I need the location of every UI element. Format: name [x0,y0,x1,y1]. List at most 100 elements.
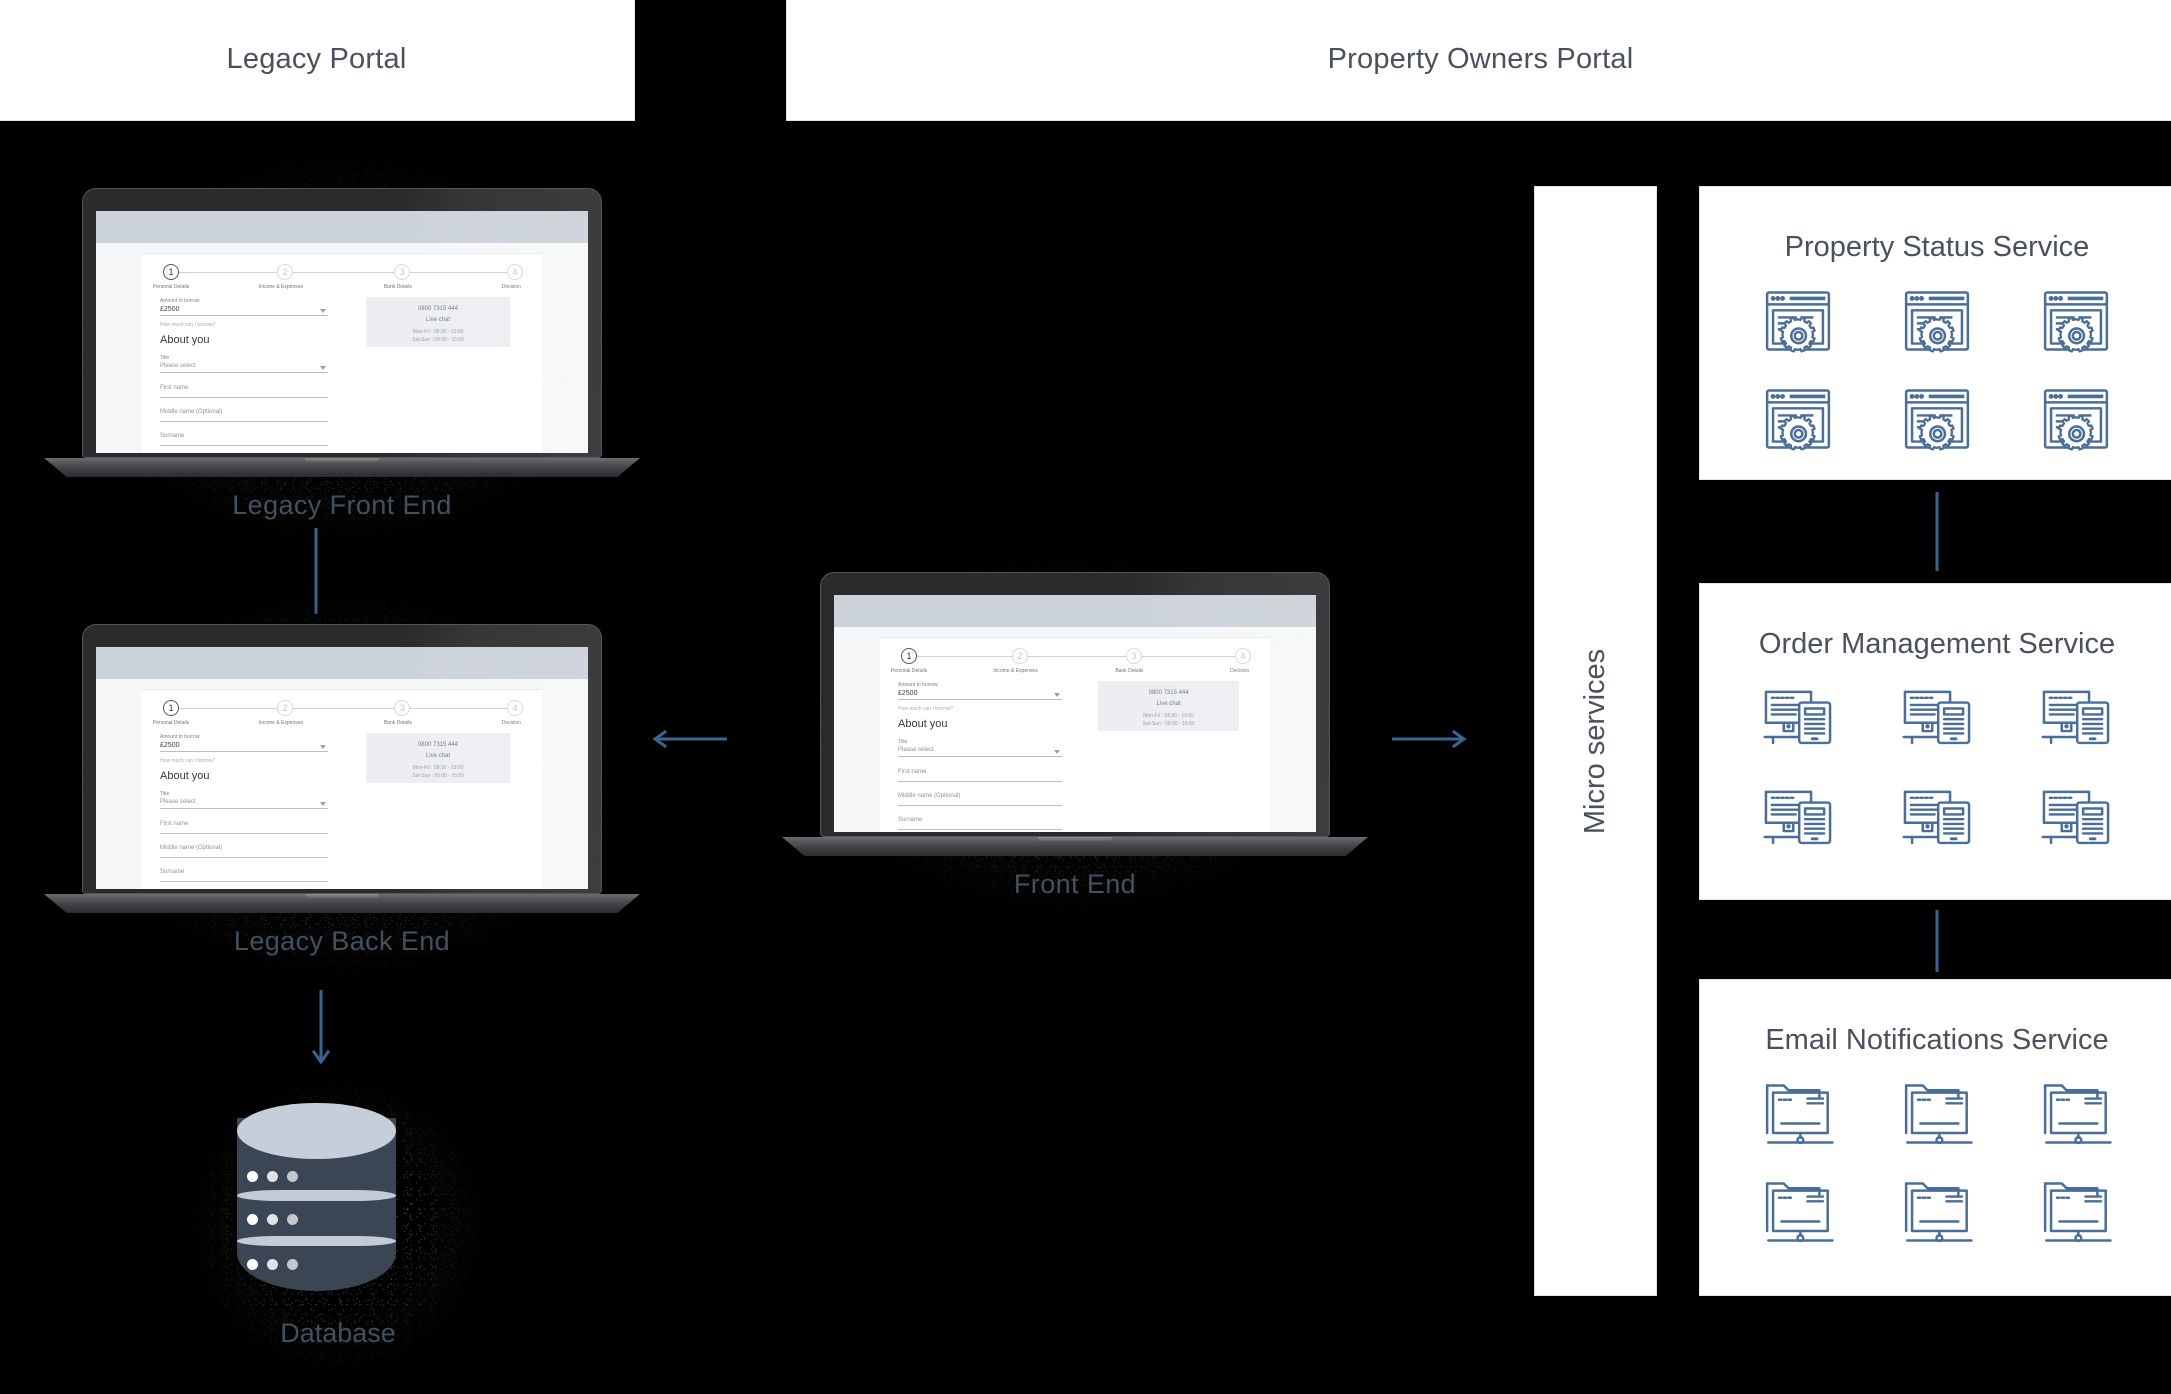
mock-page: 1 2 3 4 Per [834,627,1316,832]
property-status-icon-grid [1728,283,2146,457]
help-phone[interactable]: 0800 7315 444 [417,742,459,748]
amount-to-borrow-value: £2500 [160,742,180,749]
laptop-notch [305,458,379,463]
first-name-field[interactable]: First name [160,385,328,398]
field-underline [898,781,1062,782]
screen-mock: 1 2 3 4 Per [834,595,1316,832]
stepper-step-1[interactable]: 1 [163,700,179,716]
amount-to-borrow-label: Amount to borrow [160,734,200,740]
stepper-step-4[interactable]: 4 [507,700,523,716]
help-live-chat[interactable]: Live chat [425,753,450,759]
stepper-step-3[interactable]: 3 [394,700,411,716]
stepper-step-3-number: 3 [399,703,405,713]
middle-name-placeholder: Middle name (Optional) [898,793,961,799]
form-stepper: 1 2 3 4 Per [153,264,526,292]
title-value: Please select [160,799,196,805]
mock-form-card: 1 2 3 4 Per [142,253,542,453]
stepper-step-2-label: Income & Expenses [993,668,1038,674]
stepper-step-2-label: Income & Expenses [258,284,303,290]
browser-gear-icon [2038,283,2114,359]
stepper-step-2[interactable]: 2 [277,700,294,716]
surname-field[interactable]: Surname [898,817,1062,830]
help-hours-weekend: Sat-Sun : 09:00 - 16:00 [412,337,464,343]
middle-name-field[interactable]: Middle name (Optional) [898,793,1062,806]
first-name-placeholder: First name [898,769,927,775]
stepper-step-1[interactable]: 1 [901,648,917,664]
stepper-step-1-number: 1 [168,267,174,277]
device-front-end: 1 2 3 4 Per [782,572,1368,902]
mock-form-card: 1 2 3 4 Per [880,637,1270,832]
help-live-chat[interactable]: Live chat [1156,701,1181,707]
middle-name-field[interactable]: Middle name (Optional) [160,409,328,422]
service-box-email-notifications: Email Notifications Service [1699,979,2171,1296]
monitor-tablet-icon [1899,780,1975,856]
stepper-step-4[interactable]: 4 [1235,648,1251,664]
help-phone[interactable]: 0800 7315 444 [417,306,459,312]
connector-property-status-to-order-management [1932,492,1942,571]
middle-name-placeholder: Middle name (Optional) [160,845,223,851]
laptop-screen: 1 2 3 4 Per [96,647,588,889]
microservices-label: Micro services [1579,648,1611,834]
surname-field[interactable]: Surname [160,433,328,446]
first-name-field[interactable]: First name [898,769,1062,782]
service-box-order-management: Order Management Service [1699,583,2171,900]
order-management-service-title: Order Management Service [1758,628,2116,660]
stepper-step-2[interactable]: 2 [277,264,294,280]
monitor-tablet-icon [1760,680,1836,756]
middle-name-field[interactable]: Middle name (Optional) [160,845,328,858]
title-field[interactable]: Title Please select [898,739,1062,757]
help-panel: 0800 7315 444 Live chat Mon-Fri : 08:30 … [366,297,510,347]
title-label: Title [160,355,170,361]
stepper-step-3-label: Bank Details [383,284,412,290]
order-management-icon-grid [1728,680,2146,856]
legacy-portal-header: Legacy Portal [0,0,635,121]
amount-to-borrow-field[interactable]: Amount to borrow £2500 [160,734,328,752]
surname-field[interactable]: Surname [160,869,328,882]
amount-hint[interactable]: How much can I borrow? [898,706,954,712]
title-value: Please select [898,747,934,753]
first-name-field[interactable]: First name [160,821,328,834]
database-label: Database [280,1318,396,1348]
stepper-step-3-label: Bank Details [1115,668,1144,674]
laptop-notch [305,894,379,899]
connector-front-end-to-microservices [1392,728,1474,750]
chevron-down-icon [320,309,326,313]
email-notifications-icon-grid [1728,1076,2146,1250]
surname-placeholder: Surname [160,433,185,439]
front-end-label: Front End [1013,869,1137,899]
stepper-step-1-number: 1 [168,703,174,713]
folder-network-icon [1899,1076,1975,1152]
stepper-step-2[interactable]: 2 [1011,648,1028,664]
amount-to-borrow-field[interactable]: Amount to borrow £2500 [898,682,1062,700]
stepper-step-4[interactable]: 4 [507,264,523,280]
stepper-step-1-label: Personal Details [890,668,928,674]
laptop-lid: 1 2 3 4 Per [82,624,602,894]
device-legacy-back-end: 1 2 3 4 Per [44,624,640,964]
title-field[interactable]: Title Please select [160,791,328,809]
monitor-tablet-icon [2038,780,2114,856]
stepper-step-3[interactable]: 3 [394,264,411,280]
browser-gear-icon [1899,283,1975,359]
help-phone[interactable]: 0800 7315 444 [1148,690,1189,696]
folder-network-icon [1760,1076,1836,1152]
legacy-back-end-label: Legacy Back End [233,926,451,956]
browser-gear-icon [2038,381,2114,457]
service-box-property-status: Property Status Service [1699,186,2171,480]
help-live-chat[interactable]: Live chat [425,317,450,323]
folder-network-icon [2038,1174,2114,1250]
stepper-step-2-number: 2 [282,703,288,713]
amount-hint[interactable]: How much can I borrow? [160,322,216,328]
stepper-step-2-number: 2 [1017,651,1023,661]
title-field[interactable]: Title Please select [160,355,328,373]
amount-to-borrow-field[interactable]: Amount to borrow £2500 [160,298,328,316]
amount-hint[interactable]: How much can I borrow? [160,758,216,764]
field-underline [898,829,1062,830]
laptop-screen: 1 2 3 4 Per [834,595,1316,832]
form-stepper: 1 2 3 4 Per [891,648,1254,676]
stepper-step-3[interactable]: 3 [1125,648,1142,664]
field-underline [160,315,328,316]
stepper-step-1[interactable]: 1 [163,264,179,280]
email-notifications-service-title: Email Notifications Service [1765,1024,2109,1056]
database-top-ellipse [237,1103,396,1160]
